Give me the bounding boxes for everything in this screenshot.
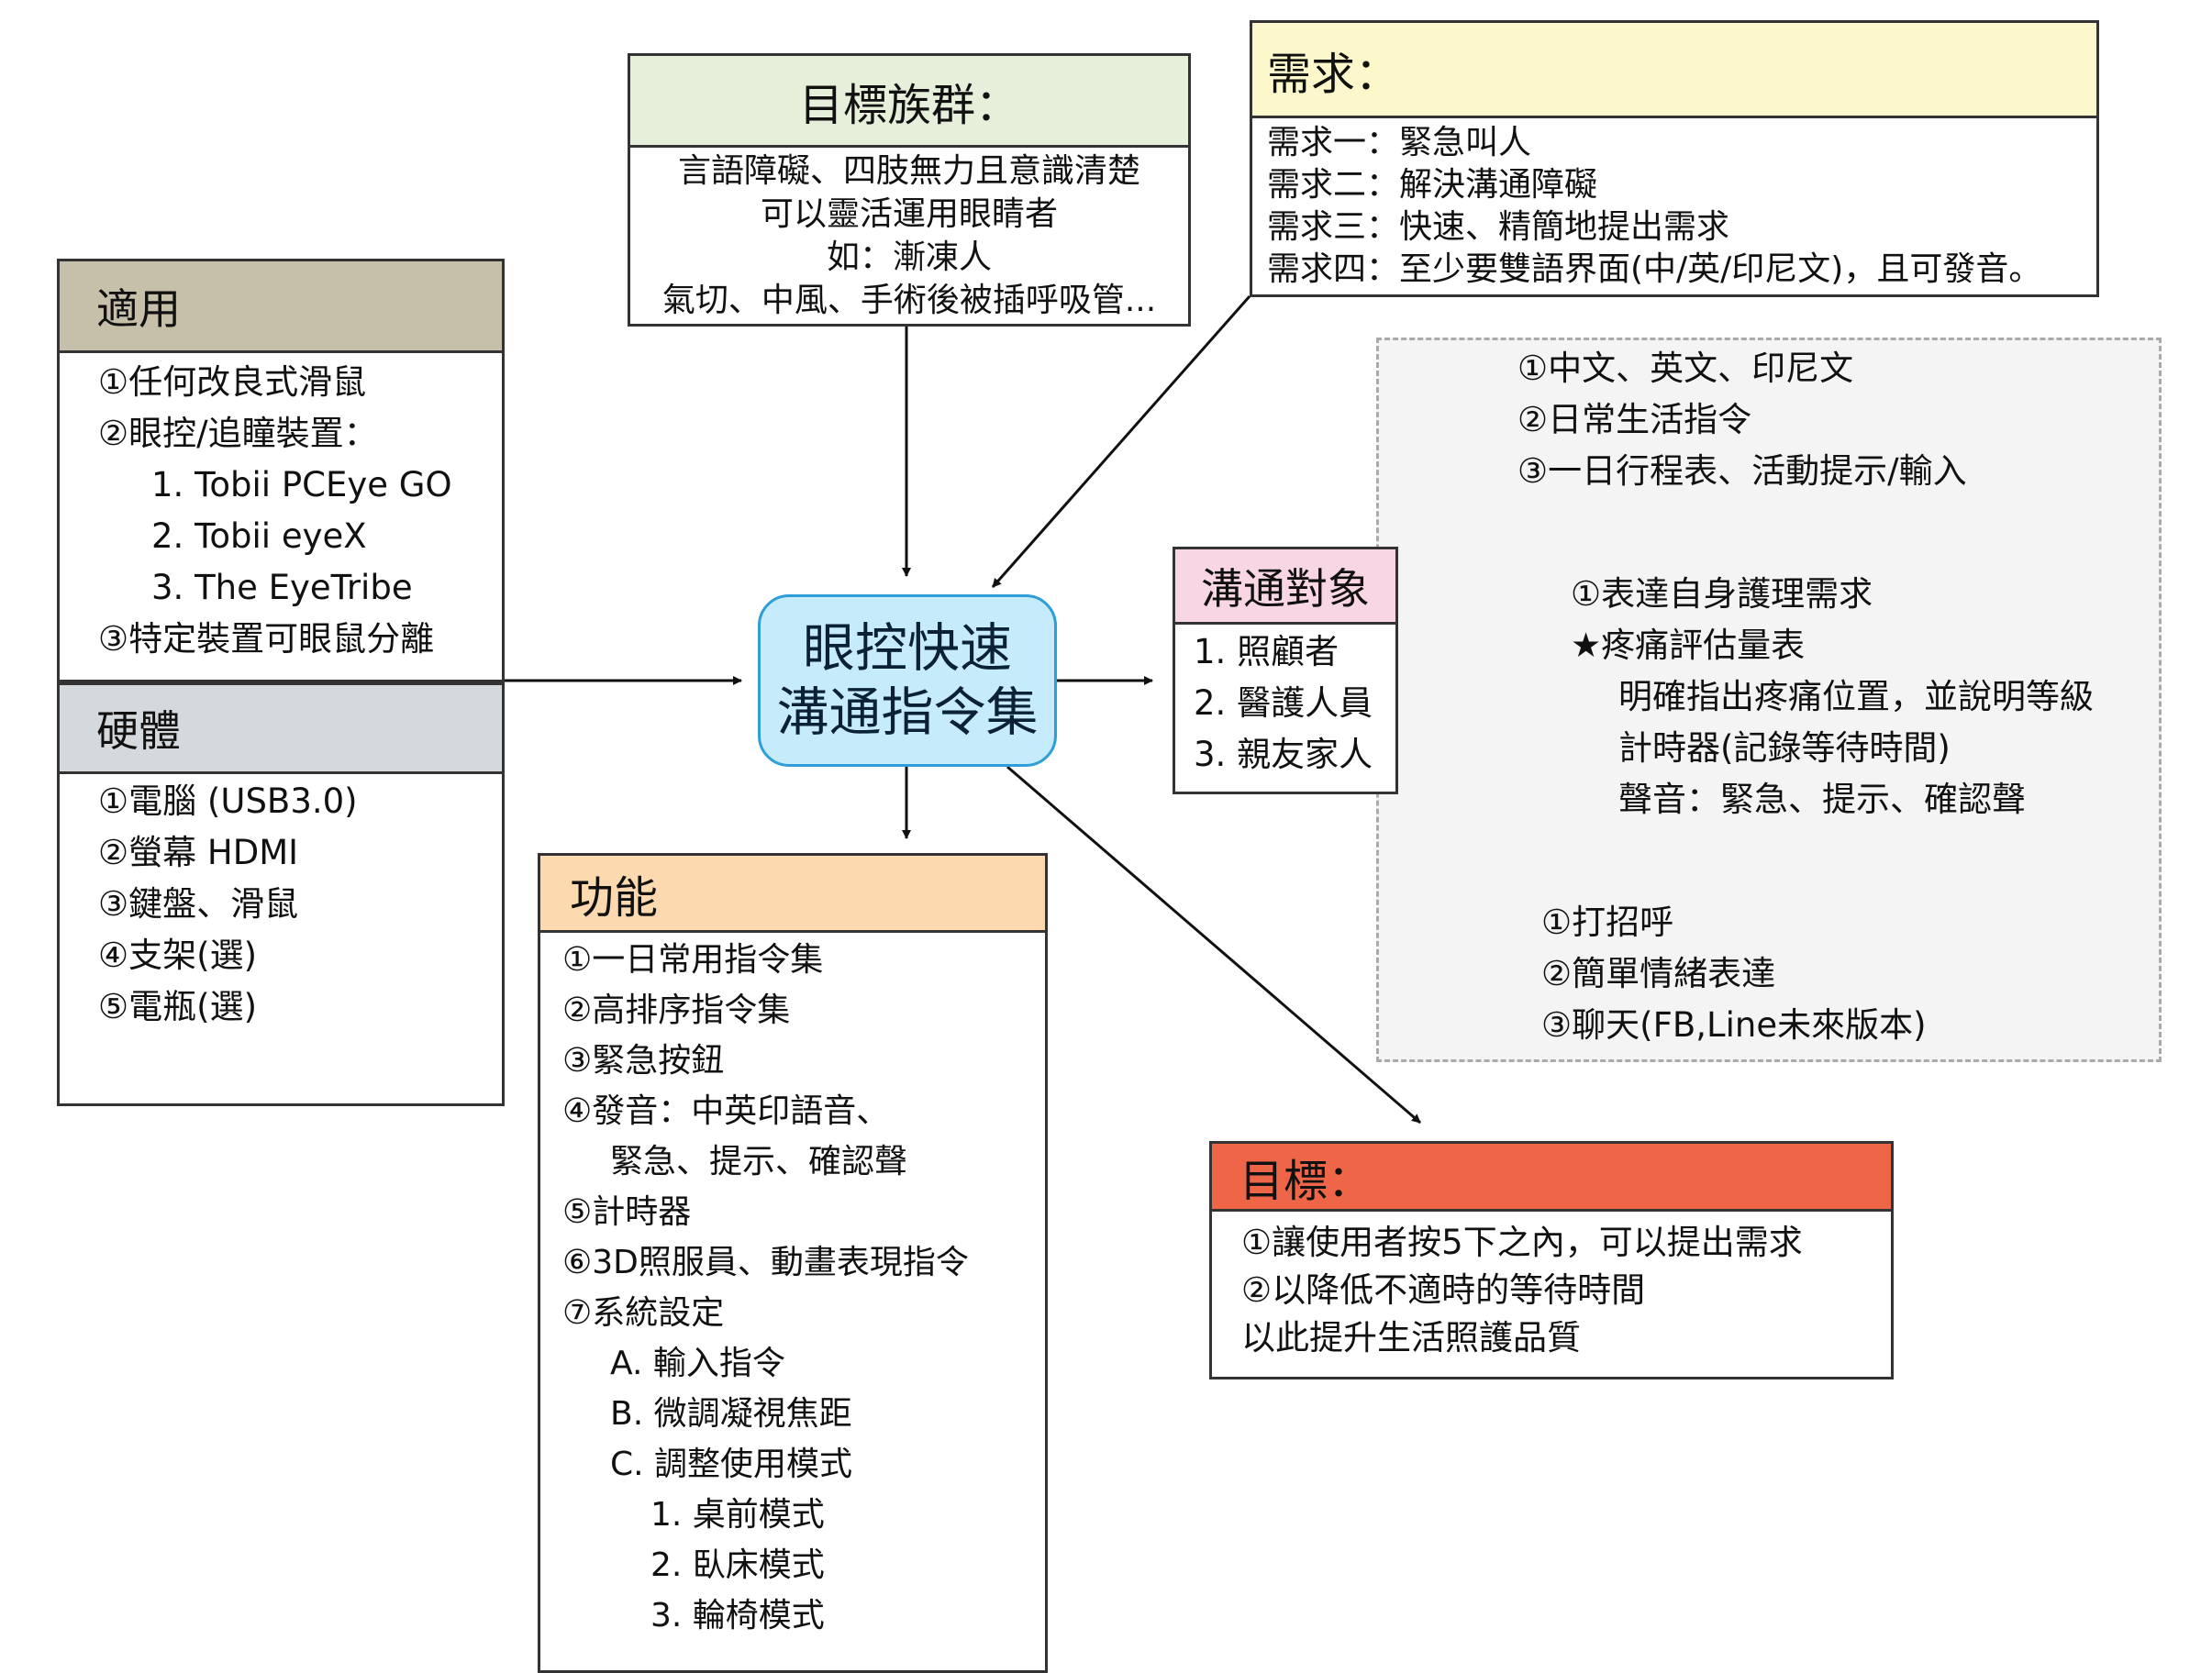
list-item: B. 微調凝視焦距: [610, 1395, 852, 1433]
branch-item: 明確指出疼痛位置，並說明等級: [1618, 677, 2094, 716]
goals-list: ①讓使用者按5下之內，可以提出需求 ②以降低不適時的等待時間 以此提升生活照護品…: [1212, 1212, 1891, 1362]
branch-item: 聲音：緊急、提示、確認聲: [1618, 780, 2026, 819]
list-item: ①一日常用指令集: [562, 941, 824, 979]
functions-title: 功能: [570, 871, 659, 924]
hardware-title: 硬體: [96, 706, 181, 756]
list-item: 如：漸凍人: [826, 238, 992, 276]
applicable-header: 適用: [60, 261, 502, 353]
list-item: 3. 親友家人: [1194, 735, 1373, 774]
list-item: ③緊急按鈕: [562, 1042, 725, 1080]
list-item: 2. 臥床模式: [650, 1546, 825, 1584]
list-item: 需求一：緊急叫人: [1267, 124, 1532, 161]
list-item: ⑦系統設定: [562, 1294, 725, 1332]
branch-item: ①中文、英文、印尼文: [1517, 349, 1854, 388]
list-item: 需求二：解決溝通障礙: [1267, 166, 1598, 204]
list-item: 緊急、提示、確認聲: [610, 1143, 908, 1180]
branch-item: ②簡單情緒表達: [1541, 954, 1776, 993]
hardware-box: 硬體 ①電腦 (USB3.0) ②螢幕 HDMI ③鍵盤、滑鼠 ④支架(選) ⑤…: [57, 682, 505, 1106]
list-item: ①讓使用者按5下之內，可以提出需求: [1241, 1223, 1803, 1262]
needs-box: 需求： 需求一：緊急叫人 需求二：解決溝通障礙 需求三：快速、精簡地提出需求 需…: [1250, 20, 2099, 297]
list-item: ⑥3D照服員、動畫表現指令: [562, 1244, 969, 1281]
list-item: 3. The EyeTribe: [151, 568, 413, 607]
needs-title: 需求：: [1267, 48, 1400, 100]
center-title-line2: 溝通指令集: [776, 682, 1039, 743]
list-item: ①任何改良式滑鼠: [98, 362, 367, 402]
branch-item: ★疼痛評估量表: [1571, 626, 1806, 665]
list-item: 1. 照顧者: [1194, 632, 1339, 671]
hardware-header: 硬體: [60, 682, 502, 774]
needs-list: 需求一：緊急叫人 需求二：解決溝通障礙 需求三：快速、精簡地提出需求 需求四：至…: [1252, 118, 2096, 291]
audience-box: 溝通對象 1. 照顧者 2. 醫護人員 3. 親友家人: [1173, 547, 1398, 794]
functions-header: 功能: [540, 856, 1045, 933]
list-item: ②以降低不適時的等待時間: [1241, 1270, 1646, 1310]
list-item: 可以靈活運用眼睛者: [760, 195, 1058, 233]
audience-title: 溝通對象: [1201, 563, 1370, 614]
list-item: ②眼控/追瞳裝置：: [98, 414, 378, 453]
target-group-list: 言語障礙、四肢無力且意識清楚 可以靈活運用眼睛者 如：漸凍人 氣切、中風、手術後…: [630, 148, 1188, 322]
list-item: ③鍵盤、滑鼠: [98, 884, 299, 924]
list-item: A. 輸入指令: [610, 1345, 785, 1382]
functions-box: 功能 ①一日常用指令集 ②高排序指令集 ③緊急按鈕 ④發音：中英印語音、 緊急、…: [538, 853, 1048, 1673]
arrow-hub-to-goals: [1006, 765, 1421, 1125]
goals-box: 目標： ①讓使用者按5下之內，可以提出需求 ②以降低不適時的等待時間 以此提升生…: [1209, 1141, 1894, 1379]
applicable-title: 適用: [96, 283, 181, 334]
goals-header: 目標：: [1212, 1144, 1891, 1212]
list-item: ②高排序指令集: [562, 992, 791, 1029]
audience-header: 溝通對象: [1175, 549, 1395, 625]
target-group-title: 目標族群：: [798, 79, 1019, 131]
audience-detail-region: [1376, 338, 2162, 1062]
list-item: ④發音：中英印語音、: [562, 1092, 890, 1130]
list-item: ⑤電瓶(選): [98, 987, 258, 1026]
list-item: 氣切、中風、手術後被插呼吸管...: [661, 282, 1157, 319]
target-group-header: 目標族群：: [630, 56, 1188, 148]
list-item: 3. 輪椅模式: [650, 1597, 825, 1634]
arrow-needs-to-hub: [991, 295, 1251, 588]
center-title-line1: 眼控快速: [803, 618, 1012, 679]
applicable-list: ①任何改良式滑鼠 ②眼控/追瞳裝置： 1. Tobii PCEye GO 2. …: [60, 353, 502, 665]
list-item: 1. Tobii PCEye GO: [151, 465, 452, 504]
list-item: 言語障礙、四肢無力且意識清楚: [677, 152, 1140, 190]
list-item: ①電腦 (USB3.0): [98, 781, 358, 821]
branch-item: ③聊天(FB,Line未來版本): [1541, 1005, 1927, 1045]
list-item: C. 調整使用模式: [610, 1446, 853, 1483]
branch-item: ①表達自身護理需求: [1571, 574, 1873, 614]
branch-item: ①打招呼: [1541, 903, 1674, 942]
applicable-box: 適用 ①任何改良式滑鼠 ②眼控/追瞳裝置： 1. Tobii PCEye GO …: [57, 259, 505, 682]
branch-item: ③一日行程表、活動提示/輸入: [1517, 451, 1967, 491]
branch-item: 計時器(記錄等待時間): [1618, 728, 1951, 768]
list-item: 1. 桌前模式: [650, 1496, 825, 1534]
list-item: 2. Tobii eyeX: [151, 516, 367, 556]
list-item: 需求四：至少要雙語界面(中/英/印尼文)，且可發音。: [1267, 250, 2042, 288]
list-item: 以此提升生活照護品質: [1241, 1318, 1581, 1357]
audience-list: 1. 照顧者 2. 醫護人員 3. 親友家人: [1175, 625, 1395, 781]
branch-item: ②日常生活指令: [1517, 400, 1752, 439]
center-hub: 眼控快速 溝通指令集: [758, 594, 1057, 767]
list-item: ②螢幕 HDMI: [98, 833, 299, 872]
target-group-box: 目標族群： 言語障礙、四肢無力且意識清楚 可以靈活運用眼睛者 如：漸凍人 氣切、…: [628, 53, 1191, 327]
hardware-list: ①電腦 (USB3.0) ②螢幕 HDMI ③鍵盤、滑鼠 ④支架(選) ⑤電瓶(…: [60, 774, 502, 1033]
list-item: ③特定裝置可眼鼠分離: [98, 619, 435, 659]
functions-list: ①一日常用指令集 ②高排序指令集 ③緊急按鈕 ④發音：中英印語音、 緊急、提示、…: [540, 933, 1045, 1641]
list-item: ⑤計時器: [562, 1193, 692, 1231]
needs-header: 需求：: [1252, 23, 2096, 118]
list-item: 2. 醫護人員: [1194, 683, 1373, 723]
list-item: ④支架(選): [98, 936, 258, 975]
goals-title: 目標：: [1239, 1155, 1373, 1207]
list-item: 需求三：快速、精簡地提出需求: [1267, 208, 1730, 246]
